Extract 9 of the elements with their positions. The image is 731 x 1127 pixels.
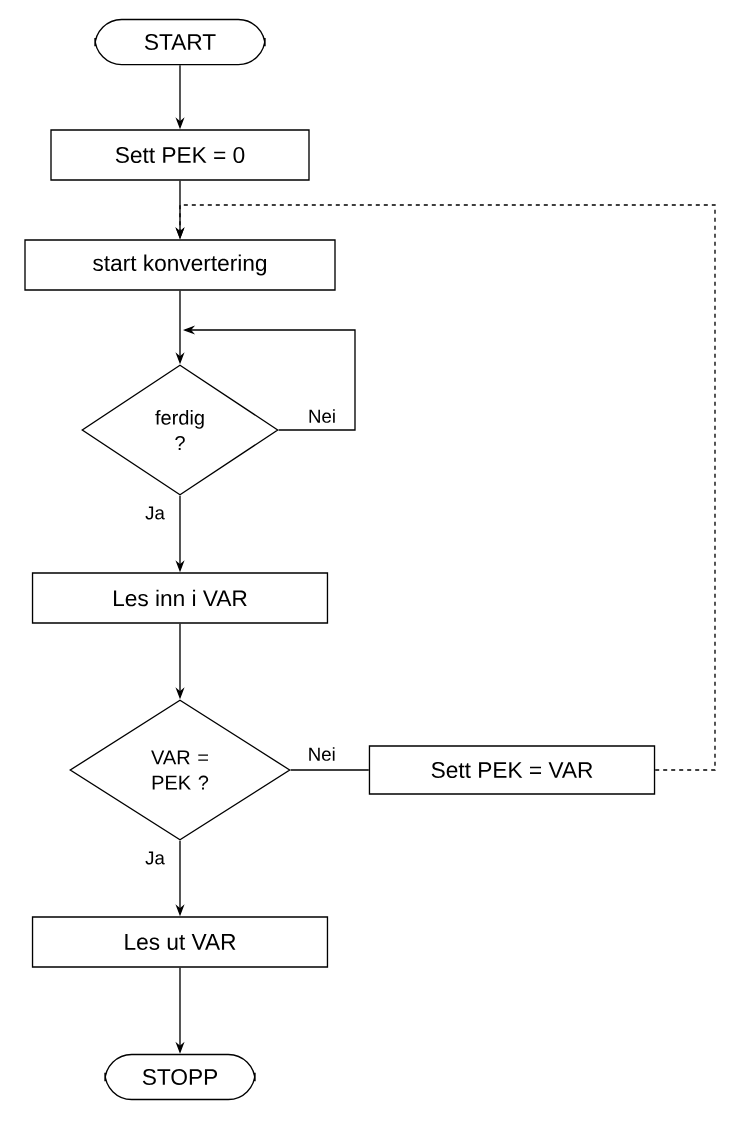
- process-box: Les inn i VAR: [31, 572, 329, 624]
- process-box: Sett PEK = 0: [50, 129, 310, 181]
- edge-label: Ja: [143, 850, 167, 866]
- edge-label: Nei: [306, 745, 338, 763]
- process-box: start konvertering: [24, 239, 336, 291]
- process-box: Les ut VAR: [31, 916, 329, 968]
- process-box: Sett PEK = VAR: [368, 745, 656, 795]
- edge-label: Nei: [306, 407, 338, 425]
- edge-label: Ja: [143, 505, 167, 521]
